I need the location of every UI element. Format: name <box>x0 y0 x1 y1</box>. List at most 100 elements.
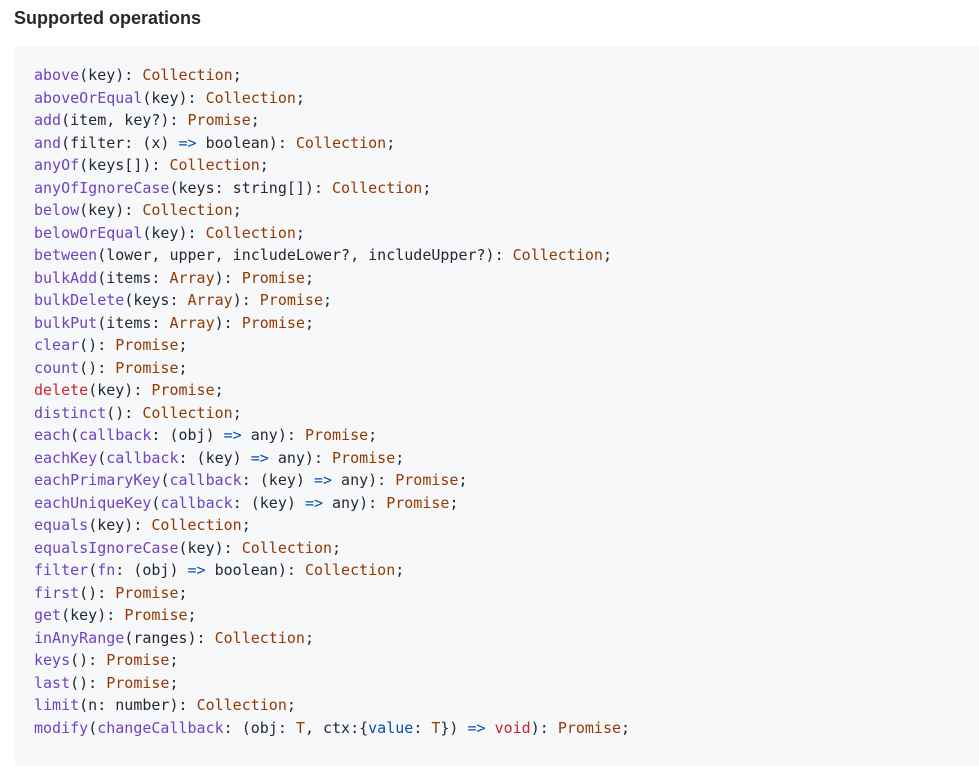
code-line: first(): Promise; <box>34 582 979 605</box>
code-line: count(): Promise; <box>34 357 979 380</box>
code-text: (n: number): <box>79 696 197 714</box>
method-name: eachPrimaryKey <box>34 471 161 489</box>
method-name: modify <box>34 718 89 737</box>
code-text: : (key) <box>178 448 251 467</box>
keyword: => <box>304 493 323 512</box>
code-line: and(filter: (x) => boolean): Collection; <box>34 132 979 155</box>
type-name: Promise <box>115 358 179 377</box>
code-text: (key): <box>61 606 125 624</box>
code-line: bulkDelete(keys: Array): Promise; <box>34 289 979 312</box>
code-text: (key): <box>142 88 206 107</box>
method-name: filter <box>34 561 89 579</box>
type-name: Promise <box>332 448 396 467</box>
code-text: (): <box>70 673 107 692</box>
code-text: }) <box>440 718 468 737</box>
code-text: boolean): <box>196 133 296 152</box>
method-name: eachUniqueKey <box>34 493 152 512</box>
code-line: modify(changeCallback: (obj: T, ctx:{val… <box>34 717 979 740</box>
method-name: equals <box>34 516 89 534</box>
code-line: clear(): Promise; <box>34 334 979 357</box>
method-name: callback <box>79 426 152 444</box>
code-text: ; <box>332 538 342 557</box>
code-text: ; <box>241 516 251 534</box>
code-line: filter(fn: (obj) => boolean): Collection… <box>34 559 979 582</box>
method-name: get <box>34 606 62 624</box>
code-text: , ctx:{ <box>304 718 369 737</box>
type-name: T <box>295 718 305 737</box>
code-line: delete(key): Promise; <box>34 379 979 402</box>
keyword: => <box>178 133 197 152</box>
code-text: ; <box>395 561 405 579</box>
code-line: each(callback: (obj) => any): Promise; <box>34 424 979 447</box>
method-name: above <box>34 66 80 84</box>
code-text: ; <box>304 313 314 332</box>
code-line: inAnyRange(ranges): Collection; <box>34 627 979 650</box>
code-text: ; <box>232 403 242 422</box>
method-name: callback <box>160 493 233 512</box>
keyword-delete: void <box>494 718 531 737</box>
code-text: ; <box>295 223 305 242</box>
code-text: any): <box>323 493 387 512</box>
code-text: (items: <box>97 268 170 287</box>
method-name: distinct <box>34 403 107 422</box>
code-text: (key): <box>178 538 242 557</box>
type-name: Promise <box>115 336 179 354</box>
code-line: aboveOrEqual(key): Collection; <box>34 87 979 110</box>
code-line: anyOfIgnoreCase(keys: string[]): Collect… <box>34 177 979 200</box>
code-text: (item, key?): <box>61 111 188 129</box>
method-name: anyOfIgnoreCase <box>34 178 170 197</box>
type-name: Promise <box>241 313 305 332</box>
type-name: Collection <box>241 538 333 557</box>
method-name: between <box>34 246 98 264</box>
type-name: Collection <box>332 178 423 197</box>
type-name: Collection <box>151 516 242 534</box>
type-name: Promise <box>395 471 459 489</box>
code-text <box>486 719 495 737</box>
code-text: : (key) <box>241 471 314 489</box>
method-name: add <box>34 111 62 129</box>
type-name: Promise <box>187 111 251 129</box>
code-line: between(lower, upper, includeLower?, inc… <box>34 244 979 267</box>
code-text: ( <box>97 448 107 467</box>
code-line: bulkAdd(items: Array): Promise; <box>34 267 979 290</box>
code-text: ; <box>169 651 179 669</box>
type-name: Collection <box>142 201 233 219</box>
code-text: ; <box>178 583 188 602</box>
code-line: keys(): Promise; <box>34 649 979 672</box>
code-text: : <box>413 718 432 737</box>
type-name: Promise <box>241 268 305 287</box>
code-text: ( <box>70 426 80 444</box>
code-text: any): <box>332 471 396 489</box>
method-name: changeCallback <box>97 718 224 737</box>
code-line: bulkPut(items: Array): Promise; <box>34 312 979 335</box>
code-line: above(key): Collection; <box>34 64 979 87</box>
code-text: ): <box>232 291 260 309</box>
code-text: (): <box>79 358 116 377</box>
method-name: and <box>34 133 62 152</box>
method-name: callback <box>169 471 242 489</box>
code-text: ; <box>169 673 179 692</box>
code-text: ( <box>151 493 161 512</box>
code-text: : (obj) <box>115 561 188 579</box>
code-text: any): <box>241 426 305 444</box>
code-text: ; <box>422 178 432 197</box>
code-text: ; <box>458 471 468 489</box>
method-name: last <box>34 673 71 692</box>
code-lines: above(key): Collection;aboveOrEqual(key)… <box>34 64 979 739</box>
code-line: belowOrEqual(key): Collection; <box>34 222 979 245</box>
type-name: Collection <box>304 561 396 579</box>
type-name: Collection <box>205 88 296 107</box>
keyword-delete: delete <box>34 381 89 399</box>
code-line: get(key): Promise; <box>34 604 979 627</box>
code-line: last(): Promise; <box>34 672 979 695</box>
type-name: Promise <box>386 493 450 512</box>
type-name: Collection <box>205 223 296 242</box>
type-name: Promise <box>557 718 622 737</box>
type-name: Collection <box>512 246 603 264</box>
code-text: ( <box>88 718 98 737</box>
method-name: keys <box>34 651 71 669</box>
code-text: (ranges): <box>124 628 215 647</box>
section-heading: Supported operations <box>14 8 202 28</box>
type-name: Promise <box>115 583 179 602</box>
method-name: belowOrEqual <box>34 223 143 242</box>
